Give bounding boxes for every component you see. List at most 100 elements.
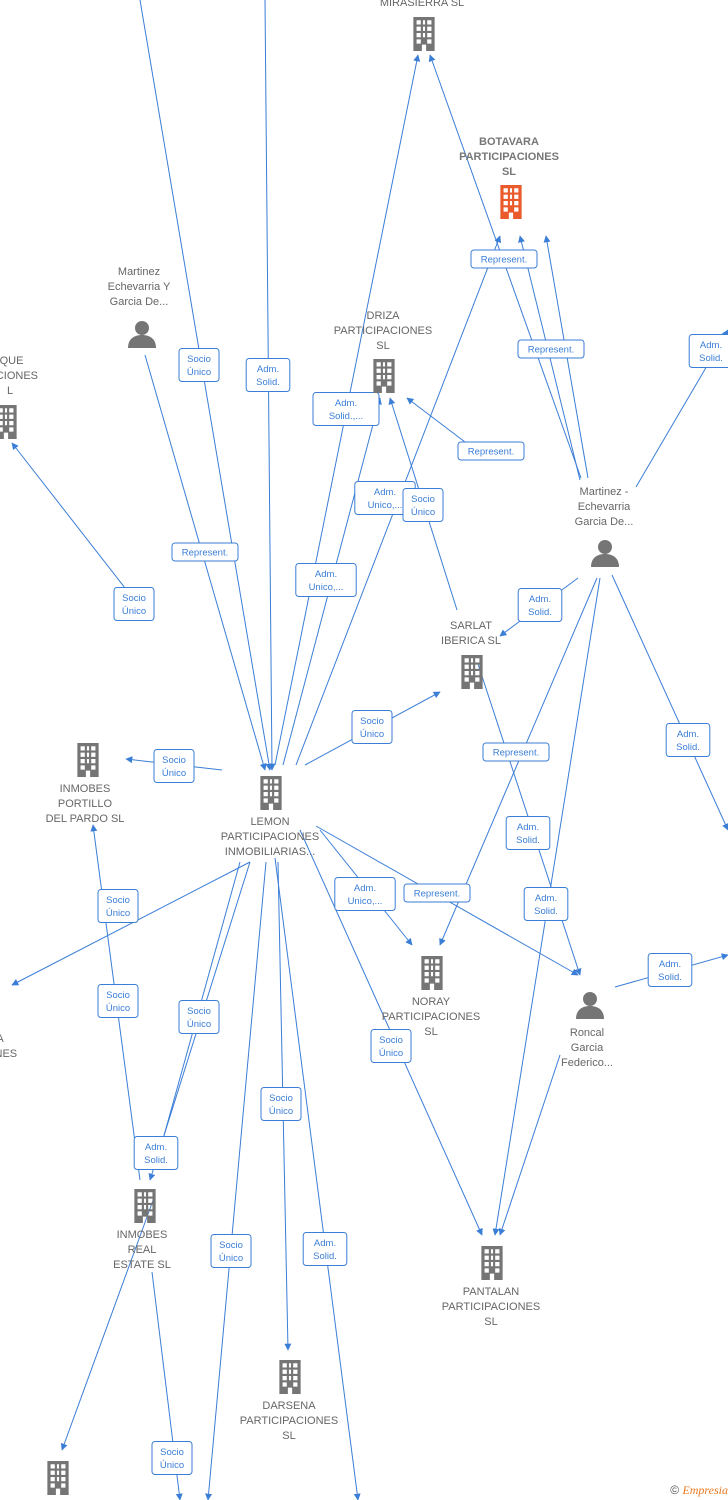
edge-label-text: Unico,...	[309, 582, 344, 593]
node-label: PANTALAN	[463, 1286, 519, 1298]
edge-23	[498, 1054, 561, 1236]
edge-label-9[interactable]: Represent.	[171, 542, 239, 562]
node-left-a[interactable]: AIONES	[0, 1033, 17, 1060]
node-label: PARTICIPACIONES	[240, 1415, 338, 1427]
node-label: PACIONES	[0, 370, 38, 382]
edge-label-text: Adm.	[314, 1238, 336, 1249]
edge-label-text: Represent.	[481, 255, 527, 266]
edge-label-5[interactable]: Adm.Solid.	[688, 334, 728, 368]
node-label: PARTICIPACIONES	[382, 1011, 480, 1023]
edge-18	[611, 574, 728, 831]
edge-label-15[interactable]: Represent.	[482, 742, 550, 762]
edge-label-text: Adm.	[335, 398, 357, 409]
node-label: Echevarria	[578, 501, 631, 513]
edge-label-17[interactable]: Adm.Solid.	[505, 816, 551, 850]
node-label: PORTILLO	[58, 798, 113, 810]
edge-label-12[interactable]: Adm.Solid.	[517, 588, 563, 622]
node-mirasierra[interactable]: MIRASIERRA SL	[380, 0, 464, 51]
node-label: Martinez	[118, 266, 160, 278]
edge-10	[144, 354, 267, 771]
edge-label-text: Solid.	[528, 607, 552, 618]
edge-label-4[interactable]: Represent.	[517, 339, 585, 359]
node-label: BOTAVARA	[479, 136, 539, 148]
node-darsena[interactable]: DARSENA PARTICIPACIONES SL	[240, 1360, 338, 1442]
edge-label-29[interactable]: Adm.Solid.	[302, 1232, 348, 1266]
edge-label-0[interactable]: Represent.	[470, 249, 538, 269]
edge-label-text: Solid.	[699, 353, 723, 364]
edge-label-3[interactable]: Adm.Solid.,...	[312, 392, 380, 426]
edge-label-text: Unico,...	[348, 896, 383, 907]
node-label: IQUE	[0, 355, 23, 367]
edge-label-text: Adm.	[145, 1142, 167, 1153]
edge-label-text: Adm.	[659, 959, 681, 970]
edge-label-text: Único	[219, 1253, 243, 1264]
node-sarlat[interactable]: SARLAT IBERICA SL	[441, 620, 501, 689]
node-label: INMOBES	[60, 783, 111, 795]
node-label: DARSENA	[262, 1400, 316, 1412]
edge-label-2[interactable]: Adm. Solid.	[245, 358, 291, 392]
building-icon	[421, 956, 443, 990]
edge-label-text: Solid.	[144, 1155, 168, 1166]
edge-label-text: Unico,...	[368, 500, 403, 511]
edge-label-27[interactable]: Adm. Solid.	[133, 1136, 179, 1170]
node-lemon[interactable]: LEMONPARTICIPACIONESINMOBILIARIAS...	[221, 776, 319, 858]
node-label: IBERICA SL	[441, 635, 501, 647]
edge-label-text: Represent.	[528, 345, 574, 356]
node-bottom-left[interactable]	[47, 1461, 69, 1495]
edge-label-text: Represent.	[414, 889, 460, 900]
node-ique[interactable]: IQUE PACIONES L	[0, 355, 38, 439]
edge-label-22[interactable]: Adm.Solid.	[647, 953, 693, 987]
node-roncal[interactable]: RoncalGarciaFederico...	[561, 992, 613, 1069]
edge-label-text: Adm.	[374, 487, 396, 498]
footer-credit: © Empresia	[670, 1483, 728, 1498]
edge-label-6[interactable]: Represent.	[457, 441, 525, 461]
edge-label-text: Solid.	[516, 835, 540, 846]
node-label: SL	[376, 340, 389, 352]
edge-label-text: Único	[411, 507, 435, 518]
empresia-logo: Empresia	[682, 1483, 728, 1497]
person-icon	[576, 992, 604, 1019]
edge-label-18[interactable]: Adm. Unico,...	[334, 877, 396, 911]
node-label: SL	[282, 1430, 295, 1442]
node-label: Roncal	[570, 1027, 604, 1039]
edge-label-text: Solid.	[676, 742, 700, 753]
node-label: PARTICIPACIONES	[442, 1301, 540, 1313]
node-label: L	[7, 385, 13, 397]
edge-label-19[interactable]: Represent.	[403, 883, 471, 903]
node-label: Garcia De...	[110, 296, 169, 308]
edge-label-text: Socio	[187, 1006, 211, 1017]
edge-label-text: Único	[379, 1048, 403, 1059]
edge-label-16[interactable]: Adm.Solid.	[665, 723, 711, 757]
edge-label-text: Solid.	[256, 377, 280, 388]
building-icon	[413, 17, 435, 51]
node-label: SARLAT	[450, 620, 492, 632]
edge-label-text: Adm.	[257, 364, 279, 375]
edge-label-11[interactable]: Adm.Unico,...	[295, 563, 357, 597]
edge-label-text: Adm.	[354, 883, 376, 894]
building-icon	[373, 359, 395, 393]
edge-label-20[interactable]: Adm.Solid.	[523, 887, 569, 921]
edge-label-text: Único	[122, 606, 146, 617]
edge-label-text: Único	[106, 1003, 130, 1014]
